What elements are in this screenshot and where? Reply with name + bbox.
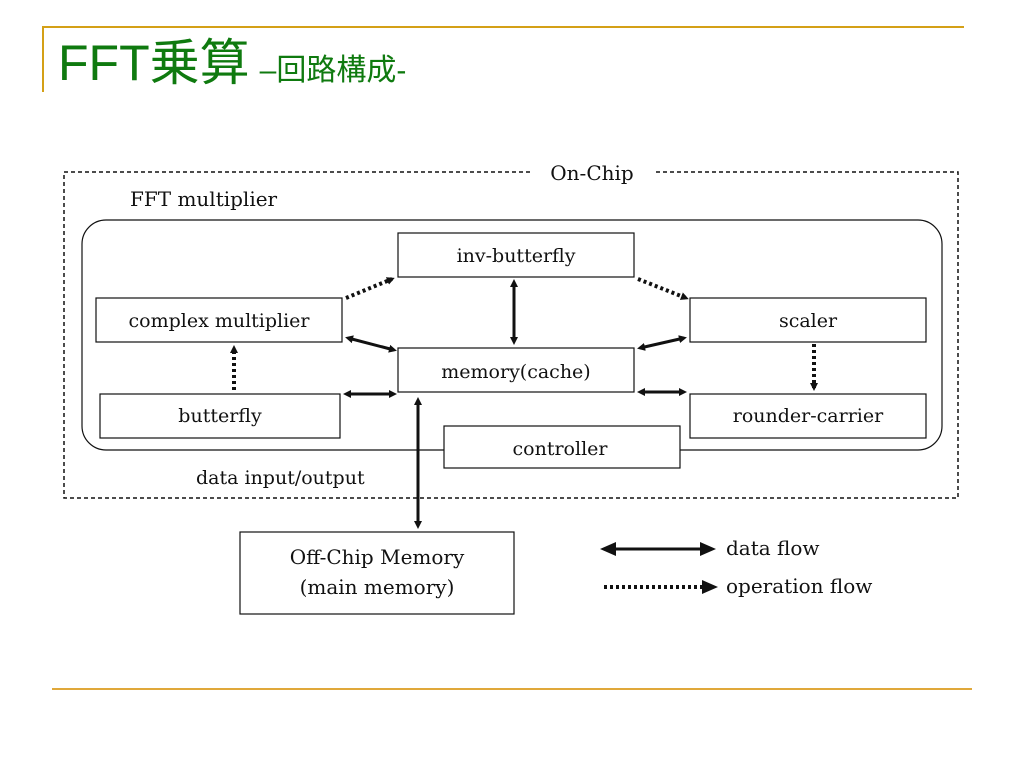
off-chip-memory-label-line2: (main memory)	[300, 575, 455, 599]
legend-operation-flow-label: operation flow	[726, 574, 872, 598]
complex-multiplier-block	[95, 297, 343, 343]
data-flow-complex-multiplier-memory	[345, 335, 397, 353]
complex-multiplier-label: complex multiplier	[128, 310, 310, 332]
memory-cache-label: memory(cache)	[441, 361, 590, 383]
butterfly-block	[99, 393, 341, 439]
controller-label: controller	[513, 438, 609, 460]
inv-butterfly-label: inv-butterfly	[457, 245, 576, 267]
scaler-label: scaler	[779, 310, 838, 332]
operation-flow-complex-multiplier-to-inv-butterfly	[345, 277, 395, 300]
title-left-accent-bar	[42, 26, 44, 92]
scaler-block	[689, 297, 927, 343]
title-top-rule	[42, 26, 964, 28]
rounder-carrier-block	[689, 393, 927, 439]
butterfly-label: butterfly	[178, 405, 262, 427]
on-chip-label: On-Chip	[550, 161, 633, 185]
slide-title: FFT乗算 –回路構成-	[58, 30, 406, 96]
data-io-label: data input/output	[196, 467, 365, 489]
controller-block	[443, 425, 681, 469]
slide-title-sub: –回路構成-	[259, 54, 407, 87]
fft-multiplier-label: FFT multiplier	[130, 187, 278, 211]
memory-cache-block	[397, 347, 635, 393]
legend-data-flow-label: data flow	[726, 536, 820, 560]
rounder-carrier-label: rounder-carrier	[733, 405, 884, 427]
inv-butterfly-block	[397, 232, 635, 278]
slide-title-main: FFT乗算	[58, 35, 250, 91]
off-chip-memory-label-line1: Off-Chip Memory	[290, 545, 465, 569]
on-chip-boundary	[63, 171, 959, 499]
operation-flow-inv-butterfly-to-scaler	[637, 277, 689, 300]
data-flow-memory-scaler	[637, 335, 687, 351]
footer-rule	[52, 688, 972, 690]
off-chip-memory-block	[239, 531, 515, 615]
